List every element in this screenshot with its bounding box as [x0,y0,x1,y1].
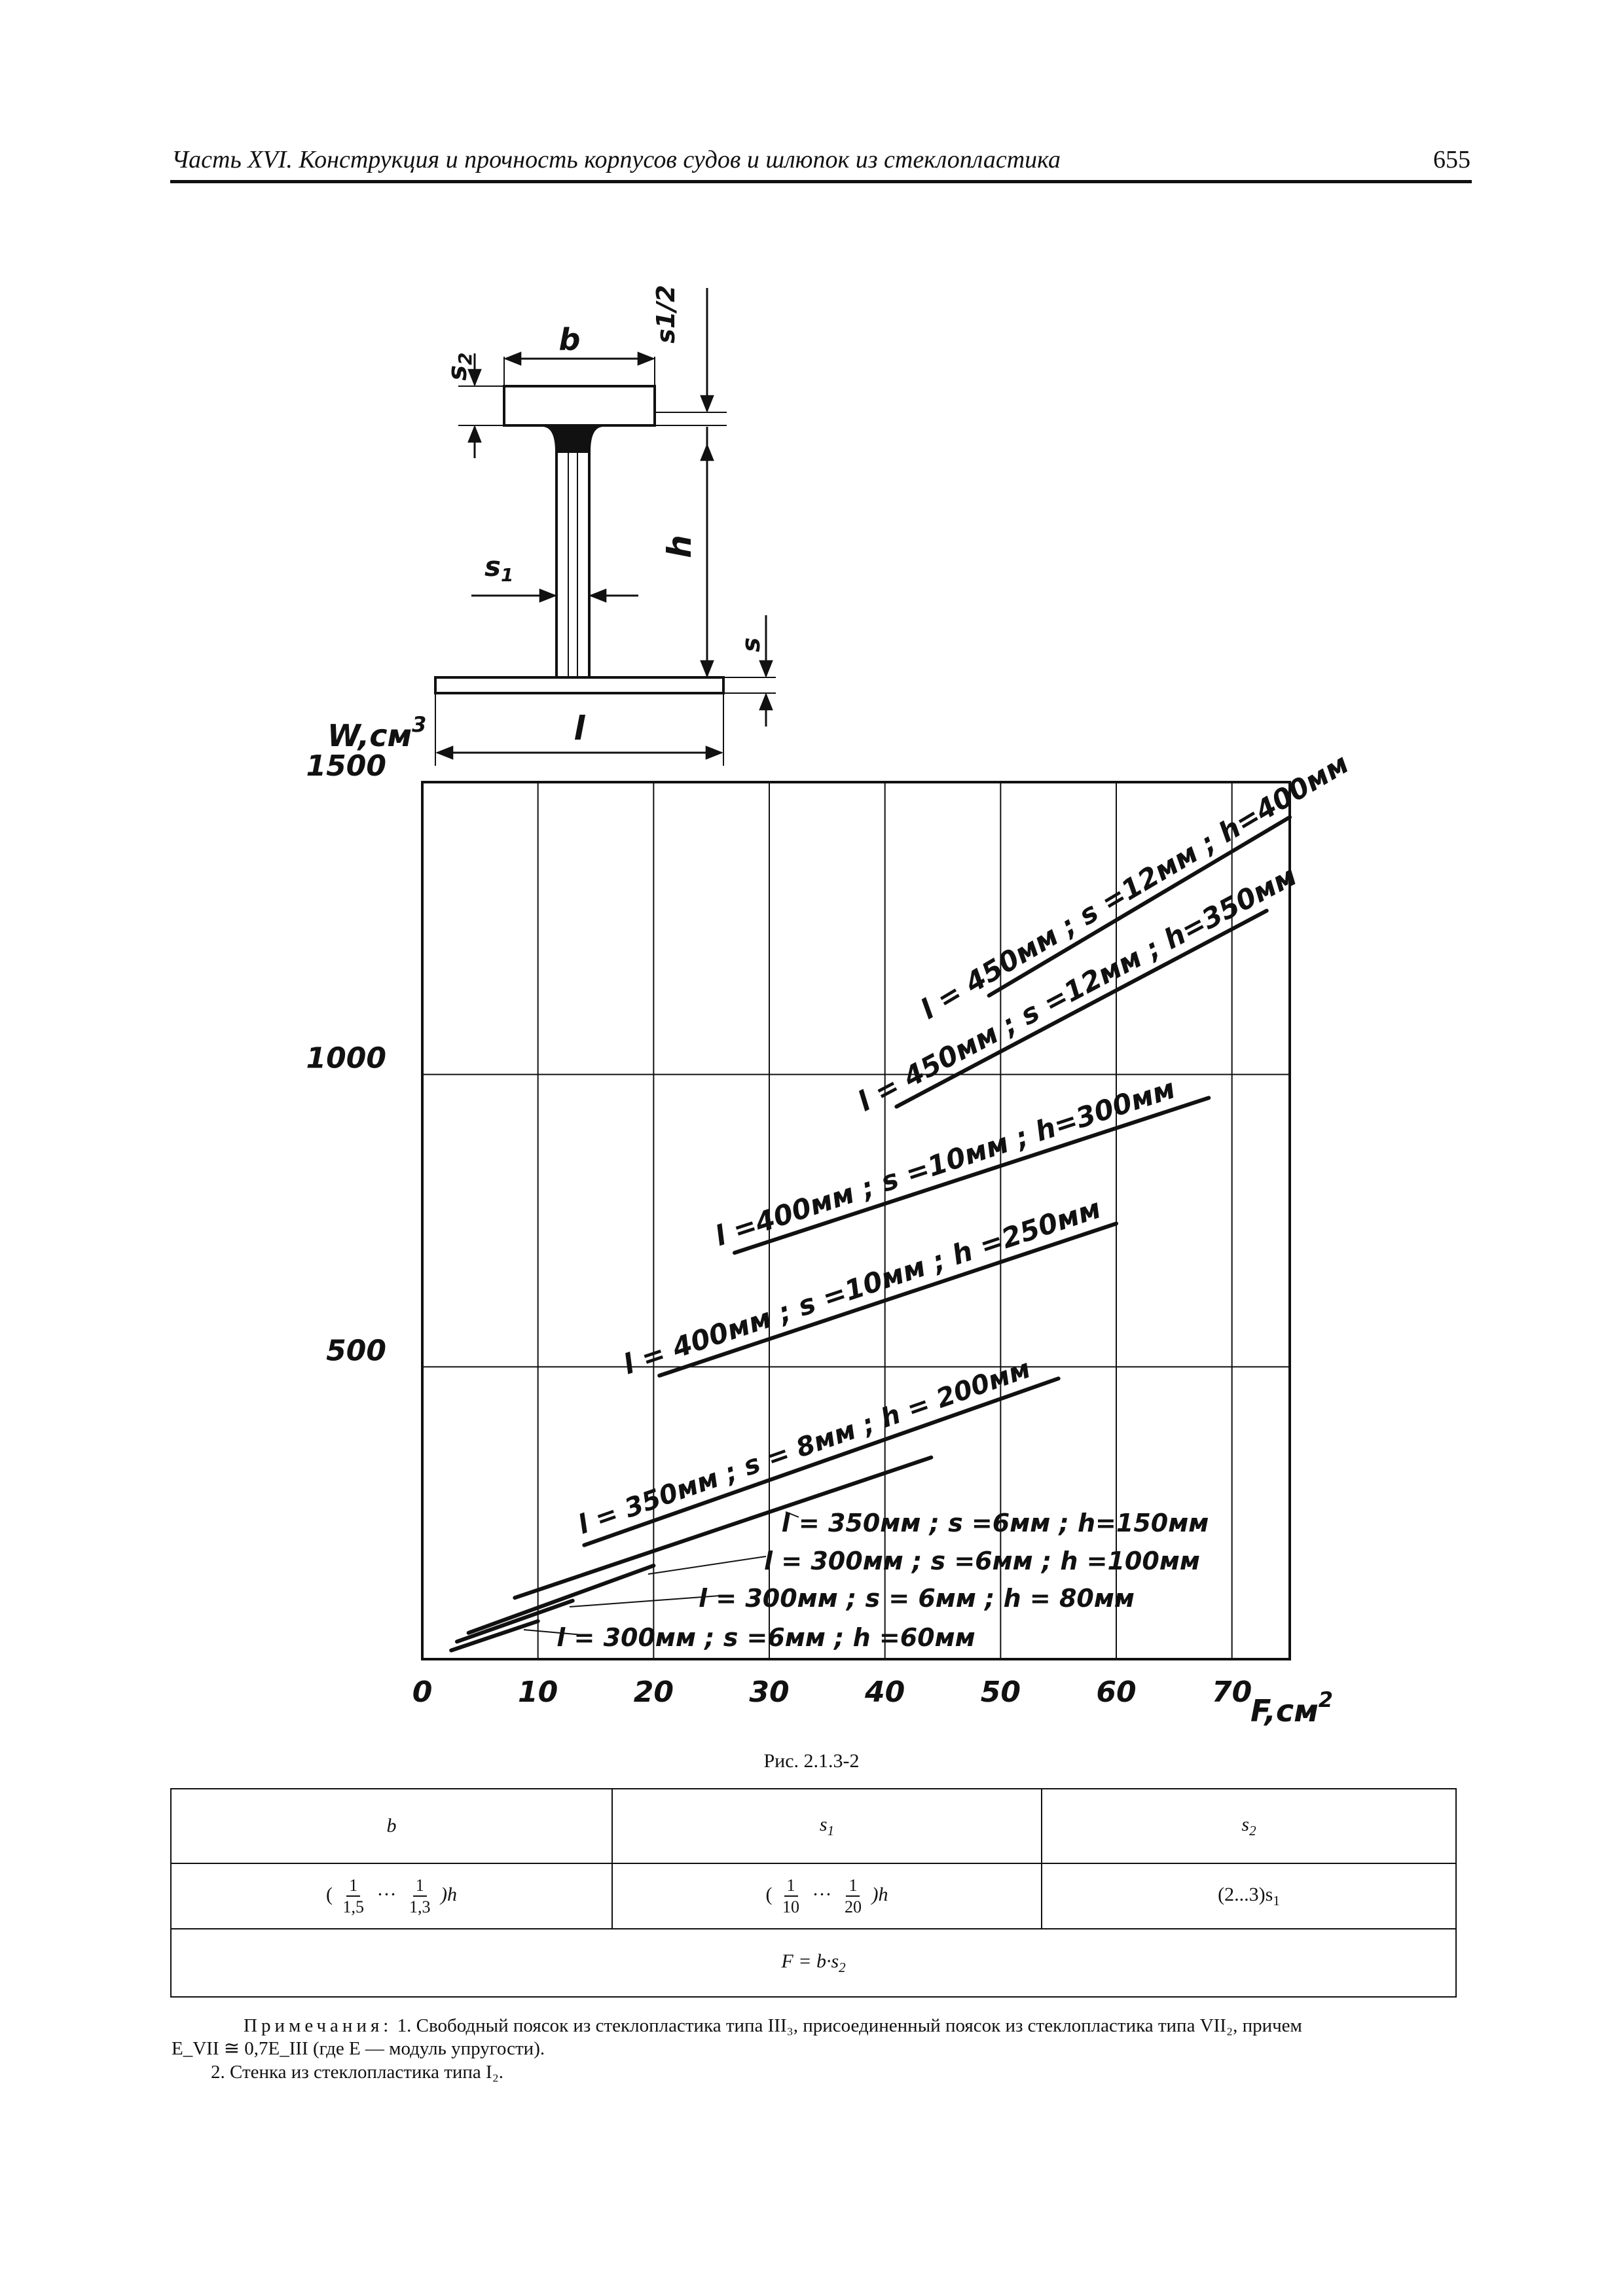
figure-drawing: b s2 s1/2 h s1 s l 0 10 20 30 40 50 60 70 500 10… [306,285,1355,1729]
note-1: Примечания: 1. Свободный поясок из стекл… [244,2015,1302,2036]
label-s1: s1 [484,550,513,586]
label-h: h [661,535,699,558]
page-number: 655 [1433,146,1470,173]
x-tick-label-0: 0 [412,1676,433,1709]
x-tick-label-50: 50 [981,1676,1021,1709]
y-tick-label-500: 500 [326,1334,386,1367]
series-label-9: l = 300мм ; s =6мм ; h =60мм [556,1623,975,1652]
x-tick-labels: 0 10 20 30 40 50 60 70 [412,1676,1252,1709]
series-line-7 [466,1564,656,1635]
series-line-4 [657,1221,1118,1378]
notes-label: Примечания: [244,2015,393,2036]
x-tick-label-60: 60 [1096,1676,1136,1709]
label-s2: s2 [443,352,476,380]
header-b: b [170,1788,613,1864]
series-line-2 [894,908,1269,1109]
header-s1: s1 [611,1788,1042,1864]
header-rule [170,180,1472,183]
leader-line-9 [523,1629,583,1636]
series-label-4: l = 400мм ; s =10мм ; h =250мм [619,1192,1105,1380]
cell-s2-formula: (2...3)s1 [1041,1863,1457,1929]
label-l: l [574,709,585,747]
x-tick-label-40: 40 [864,1676,905,1709]
chart-grid [422,782,1290,1659]
table-area-row: F = b·s2 [170,1928,1457,1998]
series-label-8: l = 300мм ; s = 6мм ; h = 80мм [699,1584,1135,1613]
leader-line-7 [647,1556,767,1575]
table-header-row: b s1 s2 [170,1788,1457,1864]
label-s1-half: s1/2 [651,285,680,343]
header-title: Часть XVI. Конструкция и прочность корпу… [172,146,1061,173]
t-beam-sketch [434,288,776,766]
x-tick-label-10: 10 [518,1676,558,1709]
series-label-6: l = 350мм ; s =6мм ; h=150мм [782,1509,1209,1537]
x-tick-label-20: 20 [634,1676,674,1709]
notes-block: Примечания: 1. Свободный поясок из стекл… [172,2015,1455,2084]
series-line-5 [582,1376,1061,1547]
series-line-6 [513,1455,934,1600]
x-axis-label: F,см2 [1250,1687,1333,1729]
cell-area-formula: F = b·s2 [170,1928,1457,1998]
plating-shape [434,676,725,694]
fillet-shape [541,424,604,453]
y-tick-label-1500: 1500 [306,749,386,783]
leader-line-8 [569,1595,721,1607]
x-tick-label-70: 70 [1212,1676,1252,1709]
chart-lines [449,815,1292,1653]
flange-shape [503,385,656,427]
y-tick-label-1000: 1000 [306,1042,386,1075]
series-line-9 [449,1619,540,1653]
series-line-8 [455,1598,575,1644]
x-tick-label-30: 30 [749,1676,789,1709]
leader-line-6 [785,1511,799,1518]
label-s: s [737,637,765,653]
y-tick-labels: 500 1000 1500 [306,749,386,1367]
series-label-2: l = 450мм ; s =12мм ; h=350мм [852,859,1302,1117]
chart-frame [421,781,1291,1660]
series-line-1 [987,815,1292,998]
note-2: 2. Стенка из стеклопластика типа I₂. [211,2061,504,2083]
note-1-continued: E_VII ≅ 0,7E_III (где E — модуль упругос… [172,2038,545,2060]
series-label-7: l = 300мм ; s =6мм ; h =100мм [764,1547,1200,1575]
y-axis-label: W,см3 [327,712,426,753]
series-line-3 [733,1096,1211,1255]
w-f-chart: 0 10 20 30 40 50 60 70 500 1000 1500 l = 450мм ; … [306,712,1355,1729]
figure-caption: Рис. 2.1.3-2 [763,1750,860,1772]
header-s2: s2 [1041,1788,1457,1864]
label-b: b [559,322,581,357]
